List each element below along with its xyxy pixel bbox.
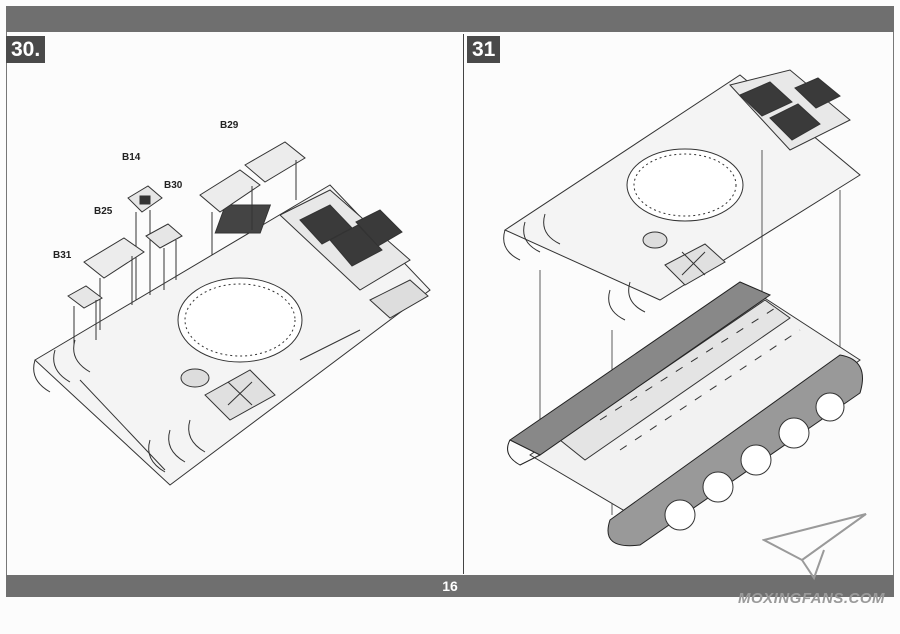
watermark-text: MOXINGFANS.COM bbox=[738, 590, 886, 607]
part-label-b30: B30 bbox=[164, 180, 183, 191]
part-b29-group bbox=[199, 141, 306, 255]
part-label-b31: B31 bbox=[53, 250, 72, 261]
hull-top-step30 bbox=[33, 184, 431, 486]
paper-plane-icon bbox=[762, 513, 867, 581]
part-label-b14: B14 bbox=[122, 152, 141, 163]
column-divider bbox=[463, 34, 464, 574]
part-b14 bbox=[127, 185, 163, 300]
step-number-31: 31 bbox=[467, 36, 501, 63]
footer-bar: 16 bbox=[6, 575, 894, 597]
header-bar bbox=[6, 6, 894, 32]
part-b25 bbox=[83, 237, 145, 330]
part-label-b25: B25 bbox=[94, 206, 113, 217]
part-label-b29: B29 bbox=[220, 120, 239, 131]
page-frame bbox=[6, 32, 894, 575]
page-number: 16 bbox=[442, 578, 458, 594]
lower-hull-with-tracks bbox=[507, 281, 863, 547]
hull-top-step31 bbox=[503, 69, 861, 321]
part-b31 bbox=[67, 285, 103, 345]
part-b30 bbox=[145, 223, 183, 290]
step-number-30: 30. bbox=[6, 36, 46, 63]
